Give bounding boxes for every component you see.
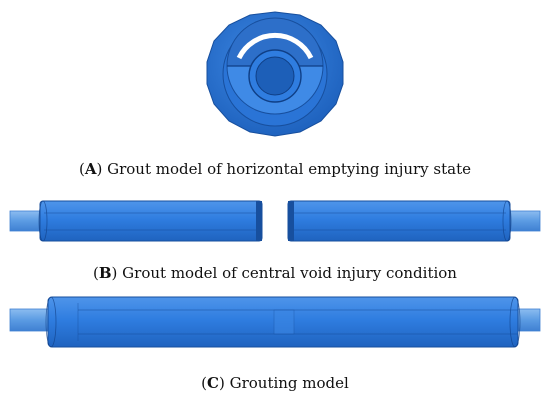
caption-text: Grout model of central void injury condi…	[117, 264, 457, 282]
caption-letter: A	[84, 160, 97, 178]
sleeve-end-ring-right	[509, 296, 521, 348]
caption-b: (B) Grout model of central void injury c…	[93, 264, 457, 282]
void-upper-region	[226, 17, 324, 67]
model-a-end-view	[206, 11, 344, 137]
caption-letter: B	[98, 264, 112, 282]
sleeve-left	[39, 200, 263, 242]
sleeve-end-ring-left	[45, 296, 57, 348]
rebar-core	[255, 56, 295, 96]
sleeve-left-end-ring	[38, 200, 48, 242]
caption-a: (A) Grout model of horizontal emptying i…	[79, 160, 471, 178]
sleeve-right-end-ring	[502, 200, 512, 242]
sleeve-right	[287, 200, 511, 242]
caption-letter: C	[207, 374, 219, 392]
sleeve-left-end-cap	[256, 201, 262, 241]
central-stopper	[273, 309, 295, 335]
rebar-left	[9, 308, 55, 332]
model-c-side-view	[9, 296, 541, 348]
caption-text: Grouting model	[224, 374, 349, 392]
model-b-side-view	[9, 200, 541, 242]
void-gap-arc	[236, 33, 314, 60]
sleeve-right-end-cap	[288, 201, 294, 241]
caption-text: Grout model of horizontal emptying injur…	[102, 160, 471, 178]
caption-c: (C) Grouting model	[201, 374, 349, 392]
